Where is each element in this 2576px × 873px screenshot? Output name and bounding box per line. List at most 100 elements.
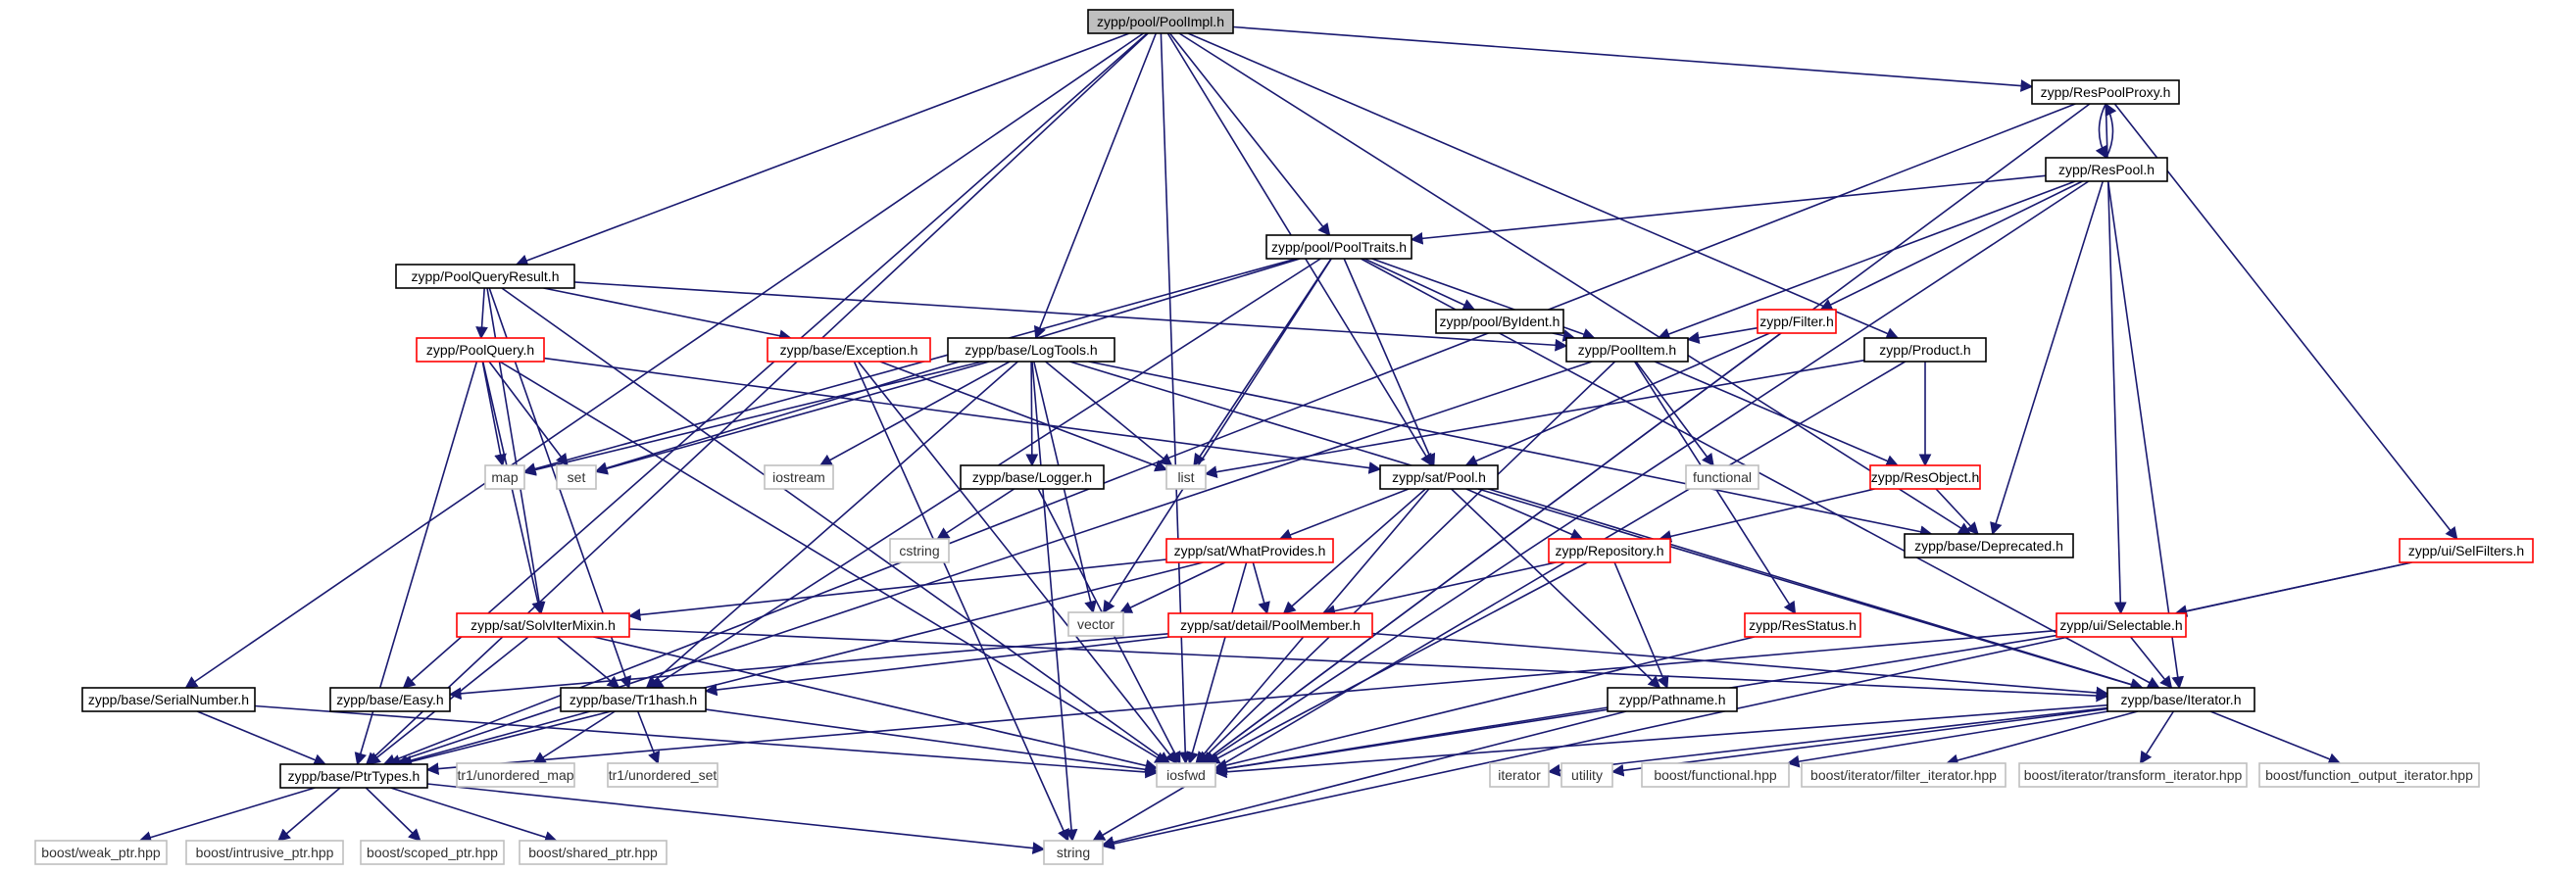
node-zypp-resobject-h[interactable]: zypp/ResObject.h — [1869, 464, 1981, 490]
edge-ptrtypes-to-bscoped — [365, 787, 421, 842]
node-zypp-resstatus-h[interactable]: zypp/ResStatus.h — [1744, 612, 1861, 638]
node-box — [2106, 687, 2255, 712]
edge-selectable-to-iterator — [2129, 636, 2173, 689]
node-zypp-ui-selectable-h[interactable]: zypp/ui/Selectable.h — [2056, 612, 2187, 638]
node-label: zypp/Product.h — [1879, 342, 1970, 358]
node-zypp-sat-detail-poolmember-h[interactable]: zypp/sat/detail/PoolMember.h — [1167, 612, 1373, 638]
node-label: boost/weak_ptr.hpp — [41, 845, 161, 860]
node-label: zypp/pool/ByIdent.h — [1440, 314, 1560, 329]
node-zypp-pathname-h[interactable]: zypp/Pathname.h — [1607, 687, 1738, 712]
edge-whatprovides-to-ptrtypes — [399, 561, 1204, 768]
edge-tr1hash-to-ptrtypes — [395, 710, 591, 768]
edge-repository-to-iosfwd — [1207, 561, 1588, 764]
edge-poolmember-to-iterator — [1371, 632, 2109, 700]
edge-logtools-to-list — [1045, 361, 1173, 466]
node-zypp-base-deprecated-h[interactable]: zypp/base/Deprecated.h — [1904, 533, 2074, 558]
node-zypp-pool-pooltraits-h[interactable]: zypp/pool/PoolTraits.h — [1265, 234, 1412, 260]
node-cstring: cstring — [889, 538, 950, 563]
edge-filter-to-poolitem — [1686, 326, 1759, 345]
node-zypp-respoolproxy-h[interactable]: zypp/ResPoolProxy.h — [2031, 79, 2180, 105]
edge-poolmember-to-tr1hash — [704, 636, 1170, 697]
edge-respool-to-deprecated — [1990, 180, 2105, 536]
edge-respool-to-pooltraits — [1410, 174, 2047, 245]
node-zypp-poolitem-h[interactable]: zypp/PoolItem.h — [1565, 337, 1689, 363]
node-box — [329, 687, 451, 712]
node-zypp-pool-poolimpl-h[interactable]: zypp/pool/PoolImpl.h — [1087, 9, 1234, 34]
node-label: zypp/ResStatus.h — [1749, 617, 1857, 633]
node-zypp-base-easy-h[interactable]: zypp/base/Easy.h — [329, 687, 451, 712]
node-zypp-respool-h[interactable]: zypp/ResPool.h — [2045, 157, 2168, 182]
node-label: boost/functional.hpp — [1654, 767, 1777, 783]
node-box — [1757, 309, 1837, 334]
node-box — [947, 337, 1115, 363]
node-box — [456, 612, 630, 638]
node-box — [2399, 538, 2534, 563]
node-box — [960, 464, 1105, 490]
node-box — [607, 762, 718, 788]
node-box — [1067, 611, 1124, 637]
node-box — [1087, 9, 1234, 34]
node-zypp-sat-solvitermixin-h[interactable]: zypp/sat/SolvIterMixin.h — [456, 612, 630, 638]
node-label: iostream — [772, 469, 825, 485]
node-zypp-base-logger-h[interactable]: zypp/base/Logger.h — [960, 464, 1105, 490]
node-zypp-ui-selfilters-h[interactable]: zypp/ui/SelFilters.h — [2399, 538, 2534, 563]
edge-poolitem-to-resobject — [1654, 361, 1900, 467]
edge-poolimpl-to-respoolproxy — [1232, 25, 2034, 92]
node-zypp-base-logtools-h[interactable]: zypp/base/LogTools.h — [947, 337, 1115, 363]
node-label: zypp/PoolItem.h — [1578, 342, 1676, 358]
node-box — [185, 840, 344, 865]
edge-logtools-to-set — [594, 361, 990, 475]
node-boost-iterator-filter-iterator-hpp: boost/iterator/filter_iterator.hpp — [1801, 762, 2006, 788]
node-box — [1685, 464, 1759, 490]
node-zypp-base-iterator-h[interactable]: zypp/base/Iterator.h — [2106, 687, 2255, 712]
edge-poolquery-to-satpool — [543, 357, 1382, 474]
edge-iterator-to-iterator — [1547, 706, 2108, 777]
edge-poolqueryresult-to-iosfwd — [501, 287, 1171, 764]
edge-tr1hash-to-iosfwd — [705, 708, 1159, 776]
node-box — [1548, 538, 1671, 563]
node-box — [560, 687, 707, 712]
edge-repository-to-poolmember — [1322, 561, 1557, 617]
edge-pathname-to-string — [1101, 710, 1627, 849]
node-zypp-base-serialnumber-h[interactable]: zypp/base/SerialNumber.h — [81, 687, 256, 712]
node-label: zypp/base/Tr1hash.h — [570, 692, 697, 707]
edge-filter-to-satpool — [1464, 332, 1770, 467]
edge-tr1hash-to-tr1map — [532, 710, 616, 764]
node-box — [360, 840, 505, 865]
edge-poolqueryresult-to-solvitermixin — [486, 287, 546, 615]
node-zypp-poolqueryresult-h[interactable]: zypp/PoolQueryResult.h — [395, 264, 575, 289]
edge-poolimpl-to-ptrtypes — [365, 32, 1149, 765]
node-zypp-repository-h[interactable]: zypp/Repository.h — [1548, 538, 1671, 563]
node-box — [2018, 762, 2248, 788]
node-list: list — [1165, 464, 1207, 490]
edge-iterator-to-btransform — [2139, 710, 2175, 765]
node-iterator: iterator — [1489, 762, 1550, 788]
node-iostream: iostream — [764, 464, 834, 490]
node-zypp-base-tr1hash-h[interactable]: zypp/base/Tr1hash.h — [560, 687, 707, 712]
node-label: zypp/ResObject.h — [1871, 469, 1980, 485]
edge-whatprovides-to-solvitermixin — [627, 558, 1167, 621]
node-zypp-base-ptrtypes-h[interactable]: zypp/base/PtrTypes.h — [279, 763, 428, 789]
edge-ptrtypes-to-bshared — [390, 787, 558, 844]
node-zypp-base-exception-h[interactable]: zypp/base/Exception.h — [767, 337, 931, 363]
node-functional: functional — [1685, 464, 1759, 490]
node-boost-function-output-iterator-hpp: boost/function_output_iterator.hpp — [2258, 762, 2480, 788]
edge-logtools-to-tr1hash — [645, 361, 1018, 689]
node-zypp-sat-whatprovides-h[interactable]: zypp/sat/WhatProvides.h — [1165, 538, 1334, 563]
node-zypp-sat-pool-h[interactable]: zypp/sat/Pool.h — [1379, 464, 1499, 490]
node-zypp-product-h[interactable]: zypp/Product.h — [1863, 337, 1987, 363]
edge-respool-to-iterator — [2106, 180, 2185, 690]
node-box — [1167, 612, 1373, 638]
node-zypp-filter-h[interactable]: zypp/Filter.h — [1757, 309, 1837, 334]
node-label: utility — [1571, 767, 1603, 783]
node-label: zypp/sat/WhatProvides.h — [1174, 543, 1326, 558]
edge-poolitem-to-iosfwd — [1197, 361, 1616, 764]
node-zypp-poolquery-h[interactable]: zypp/PoolQuery.h — [416, 337, 545, 363]
node-label: zypp/ResPool.h — [2058, 162, 2155, 177]
node-box — [81, 687, 256, 712]
node-zypp-pool-byident-h[interactable]: zypp/pool/ByIdent.h — [1435, 309, 1564, 334]
node-label: set — [568, 469, 586, 485]
edge-filter-to-iosfwd — [1201, 332, 1782, 764]
edge-poolimpl-to-iosfwd — [1160, 32, 1192, 765]
node-boost-weak-ptr-hpp: boost/weak_ptr.hpp — [34, 840, 168, 865]
